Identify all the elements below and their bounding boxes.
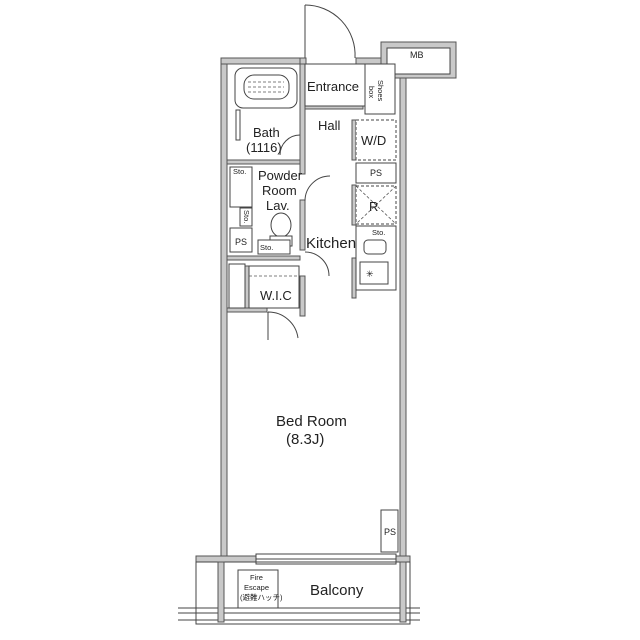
kitchen-counter: Sto. ✳ Kitchen <box>304 175 397 291</box>
fire-escape-hatch <box>237 569 279 609</box>
powder-label-3: Lav. <box>266 198 290 213</box>
fire-escape-label-3: (避難ハッチ) <box>240 592 283 602</box>
hall-label: Hall <box>318 118 341 133</box>
ps-left-label: PS <box>235 237 247 247</box>
walk-in-closet: W.I.C <box>228 263 300 340</box>
entrance-label: Entrance <box>307 79 359 94</box>
bathroom: Bath (1116) <box>234 67 301 156</box>
bath-drain-pattern <box>248 81 284 93</box>
refrigerator-label: R <box>369 199 378 214</box>
ps-bedroom-label: PS <box>384 527 396 537</box>
bedroom-label: Bed Room <box>276 413 347 430</box>
wic-label: W.I.C <box>260 288 292 303</box>
powder-label-1: Powder <box>258 168 303 183</box>
sto-toilet-label: Sto. <box>260 243 273 252</box>
sto-mid-label: Sto. <box>242 210 251 223</box>
mb-label: MB <box>410 50 424 60</box>
shoes-box-label-2: box <box>367 86 376 98</box>
refrigerator-space: R <box>355 185 397 225</box>
powder-label-2: Room <box>262 183 297 198</box>
sto-kitchen-label: Sto. <box>372 228 385 237</box>
balcony-label: Balcony <box>310 582 364 599</box>
bath-label: Bath <box>253 125 280 140</box>
stove-burner-icon: ✳ <box>366 269 374 279</box>
fire-escape-label-2: Escape <box>244 583 269 592</box>
ps-upper-label: PS <box>370 168 382 178</box>
kitchen-label: Kitchen <box>306 235 356 252</box>
washer-dryer-area: W/D PS <box>355 119 397 184</box>
bedroom-size-label: (8.3J) <box>286 431 324 448</box>
entrance-door <box>299 4 356 65</box>
balcony-window <box>255 553 397 565</box>
interior-walls <box>226 63 364 317</box>
shoes-box-label-1: Shoes <box>376 80 385 102</box>
wd-label: W/D <box>361 133 386 148</box>
bath-size-label: (1116) <box>246 140 282 155</box>
sto-upper-label: Sto. <box>233 167 246 176</box>
bedroom: Bed Room (8.3J) PS <box>276 413 399 553</box>
toilet-icon <box>270 212 292 238</box>
entrance-area: Entrance Shoes box <box>304 63 396 115</box>
powder-room: Sto. Sto. PS Powder Room Lav. Sto. <box>229 166 303 255</box>
balcony: Balcony Fire Escape (避難ハッチ) <box>178 561 420 625</box>
fire-escape-label-1: Fire <box>250 573 263 582</box>
